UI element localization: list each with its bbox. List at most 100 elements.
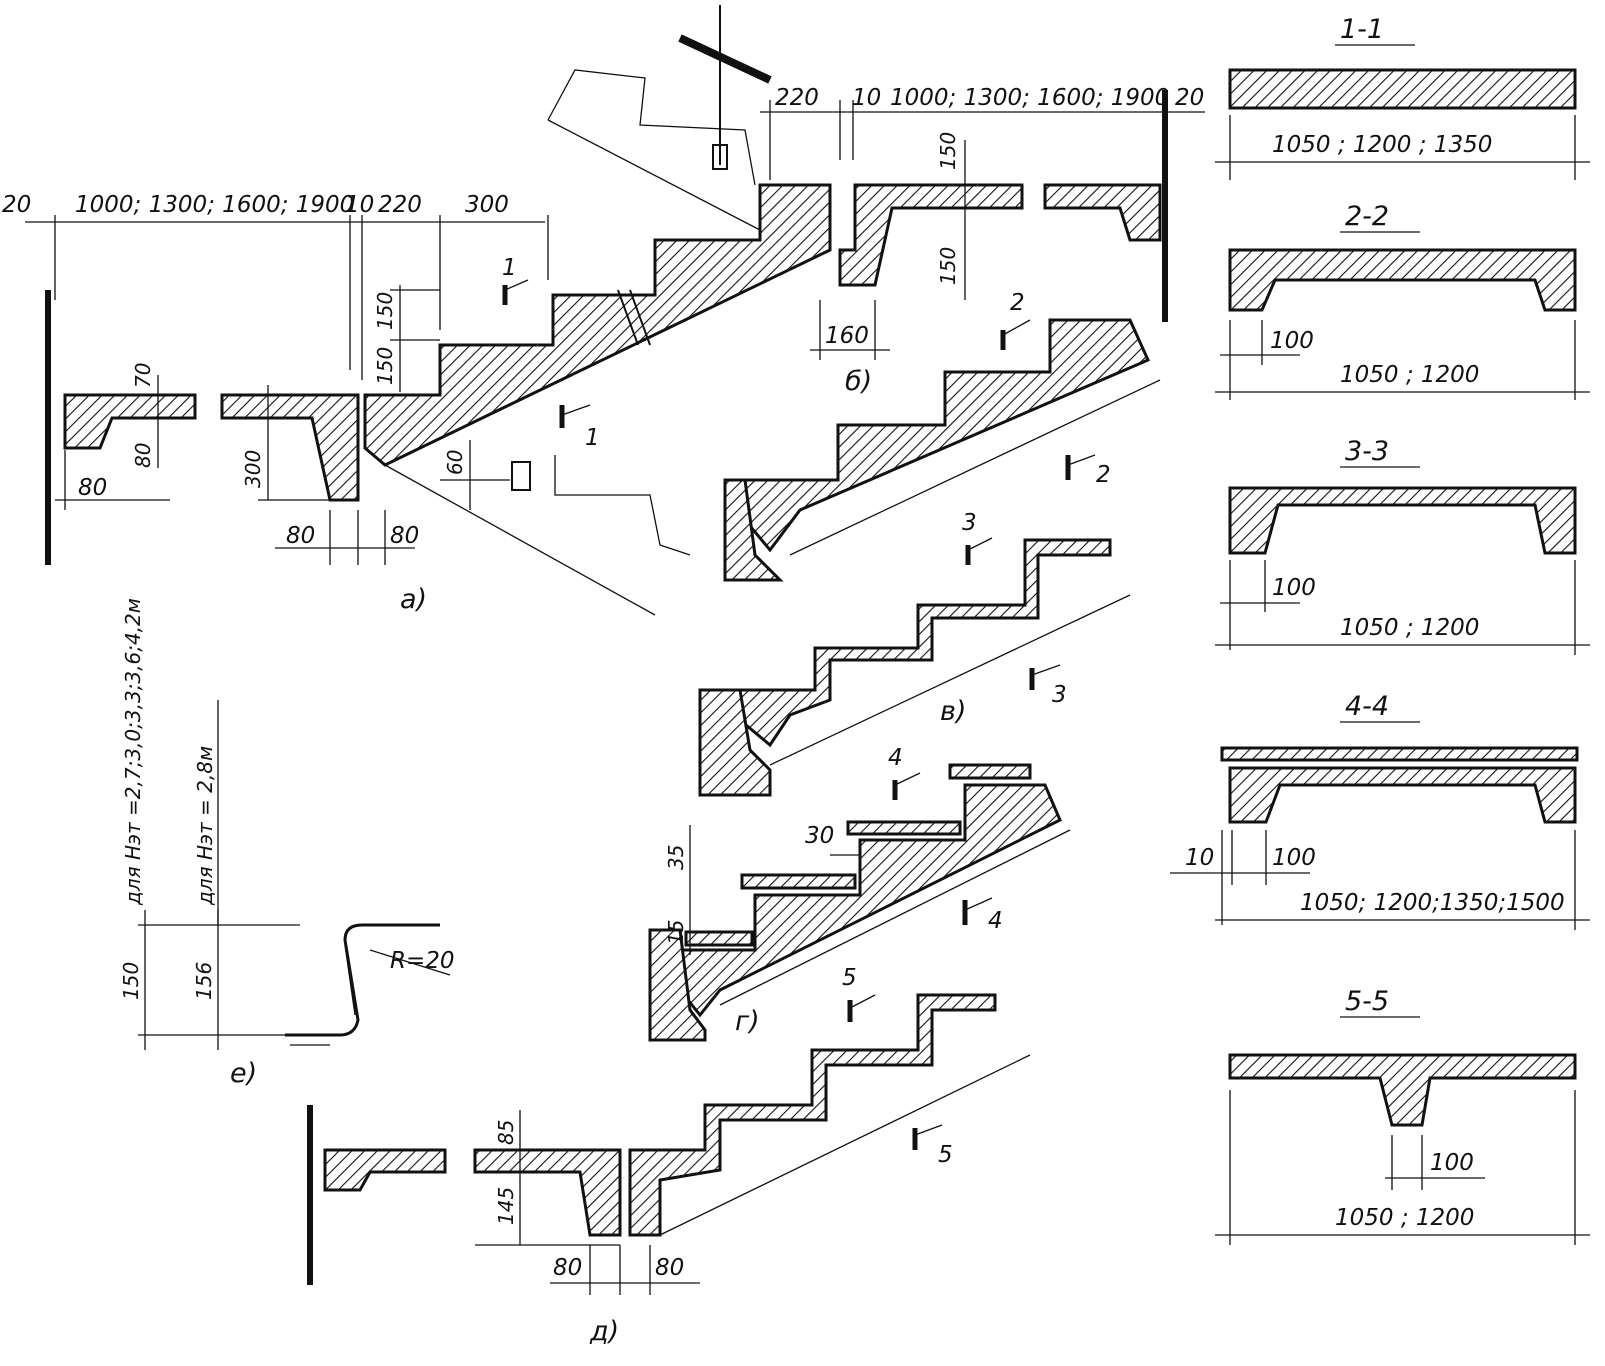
section-title: 2-2: [1345, 201, 1389, 232]
cut-arrow-4-bottom: [964, 897, 993, 911]
flight-a-underline: [384, 464, 656, 616]
section-title: 3-3: [1345, 436, 1389, 467]
cut-arrow-1-top: [504, 279, 529, 291]
label-e: е): [230, 1058, 257, 1089]
section-title: 5-5: [1345, 986, 1389, 1017]
label-g: г): [735, 1006, 760, 1037]
section-4-shape: [1228, 766, 1577, 824]
dim-a-span: 1000; 1300; 1600; 1900: [75, 192, 354, 218]
break-mark-a1: [617, 289, 639, 346]
section-5-dims: 1050 ; 1200: [1335, 1205, 1474, 1231]
stair-flight-3-base: [698, 688, 772, 797]
label-v: в): [940, 696, 966, 727]
note-e-1: для Нэт =2,7;3,0;3,3;3,6;4,2м: [121, 598, 145, 906]
dim-g-30: 30: [805, 823, 834, 849]
dim-a-80-left: 80: [78, 475, 107, 501]
cut-2-bottom: 2: [1096, 462, 1111, 488]
break-mark-a2: [629, 289, 651, 346]
cut-5-top: 5: [842, 965, 857, 991]
handrail-base: [712, 144, 728, 170]
cut-2-top: 2: [1010, 290, 1025, 316]
label-a: а): [400, 584, 427, 615]
section-5-5: 5-5 100 1050 ; 1200: [1215, 986, 1590, 1245]
section-title: 1-1: [1340, 14, 1384, 45]
section-1-1: 1-1 1050 ; 1200 ; 1350: [1215, 14, 1590, 180]
flight-a-upper-line: [547, 119, 761, 231]
dim-b-span: 1000; 1300; 1600; 1900: [890, 85, 1169, 111]
label-b: б): [845, 366, 872, 397]
dim-e-156: 156: [192, 962, 216, 1000]
flight-a-lower-outline: [554, 455, 691, 556]
section-title: 4-4: [1345, 691, 1389, 722]
flight-a-outline: [547, 69, 756, 186]
dim-a-300v: 300: [241, 450, 265, 488]
landing-slab-b: [838, 183, 1024, 287]
cut-arrow-1-bottom: [561, 404, 591, 416]
cut-3-top: 3: [962, 510, 977, 536]
cut-5-bottom: 5: [938, 1142, 953, 1168]
cut-arrow-2-bottom: [1067, 454, 1096, 466]
stair-flight-4-base: [648, 928, 707, 1042]
cut-arrow-3-top: [967, 537, 993, 551]
flight-3-underline: [769, 594, 1131, 766]
flight-5-underline: [659, 1054, 1031, 1236]
section-2-shape: [1228, 248, 1577, 312]
section-5-shape: [1228, 1053, 1577, 1127]
nosing-hatch: [290, 944, 356, 1046]
fragment-g: 4 4 30 35 15 г): [648, 745, 1071, 1042]
dim-e-150: 150: [119, 962, 143, 1000]
dim-a-80-b2: 80: [390, 523, 419, 549]
section-3-shape: [1228, 486, 1577, 555]
tread-plate-3: [846, 820, 962, 836]
landing-slab-b-right: [1043, 183, 1162, 242]
fragment-b: 220 10 1000; 1300; 1600; 1900 20 150 150…: [760, 85, 1205, 397]
step-nosing-profile: [285, 923, 440, 1037]
tread-plate-2: [740, 873, 857, 890]
small-square: [511, 461, 531, 491]
dim-a-150b: 150: [373, 347, 397, 385]
cut-arrow-4-top: [894, 772, 921, 786]
cut-arrow-2-top: [1002, 319, 1031, 336]
section-3-dims: 1050 ; 1200: [1340, 615, 1479, 641]
dim-g-15: 15: [664, 920, 688, 945]
section-1-dims: 1050 ; 1200 ; 1350: [1272, 132, 1492, 158]
section-3-3: 3-3 100 1050 ; 1200: [1215, 436, 1590, 655]
cut-4-bottom: 4: [988, 908, 1003, 934]
tread-plate-4: [948, 763, 1032, 780]
cut-4-top: 4: [888, 745, 903, 771]
section-4-top-plate: [1220, 746, 1579, 762]
landing-slab-d-right: [473, 1148, 622, 1237]
dim-g-35: 35: [664, 845, 688, 870]
cut-arrow-5-bottom: [914, 1124, 943, 1136]
dim-d-85: 85: [494, 1120, 518, 1145]
section-4-dim-small-a: 10: [1185, 845, 1214, 871]
section-5-dim-small: 100: [1430, 1150, 1474, 1176]
dim-d-145: 145: [494, 1187, 518, 1225]
dim-a-150a: 150: [373, 292, 397, 330]
section-4-4: 4-4 10 100 1050; 1200;1350;1500: [1170, 691, 1590, 930]
dim-b-10: 10: [852, 85, 881, 111]
dim-b-160: 160: [825, 323, 869, 349]
cut-1-bottom: 1: [585, 425, 600, 451]
stair-flight-2: [743, 318, 1150, 553]
cut-arrow-5-top: [849, 994, 876, 1009]
stair-flight-3: [738, 538, 1112, 748]
section-4-dims: 1050; 1200;1350;1500: [1300, 890, 1565, 916]
fragment-a: 20 1000; 1300; 1600; 1900 10 220 300 150…: [2, 5, 832, 616]
section-3-dim-small: 100: [1272, 575, 1316, 601]
dim-a-10: 10: [345, 192, 374, 218]
dim-a-70: 70: [131, 363, 155, 388]
section-2-dims: 1050 ; 1200: [1340, 362, 1479, 388]
fragment-e: R=20 150 156 для Нэт =2,7;3,0;3,3;3,6;4,…: [119, 598, 455, 1089]
cut-arrow-3-bottom: [1031, 664, 1061, 676]
stair-flight-2-base: [723, 478, 784, 582]
flight-4-underline: [719, 829, 1071, 1006]
cut-1-top: 1: [502, 255, 517, 281]
section-1-shape: [1228, 68, 1577, 110]
cut-3-bottom: 3: [1052, 682, 1067, 708]
dim-a-220: 220: [378, 192, 422, 218]
section-2-dim-small: 100: [1270, 328, 1314, 354]
dim-a-80-b1: 80: [286, 523, 315, 549]
handrail-bar: [678, 34, 772, 84]
stair-flight-4: [678, 783, 1062, 1018]
